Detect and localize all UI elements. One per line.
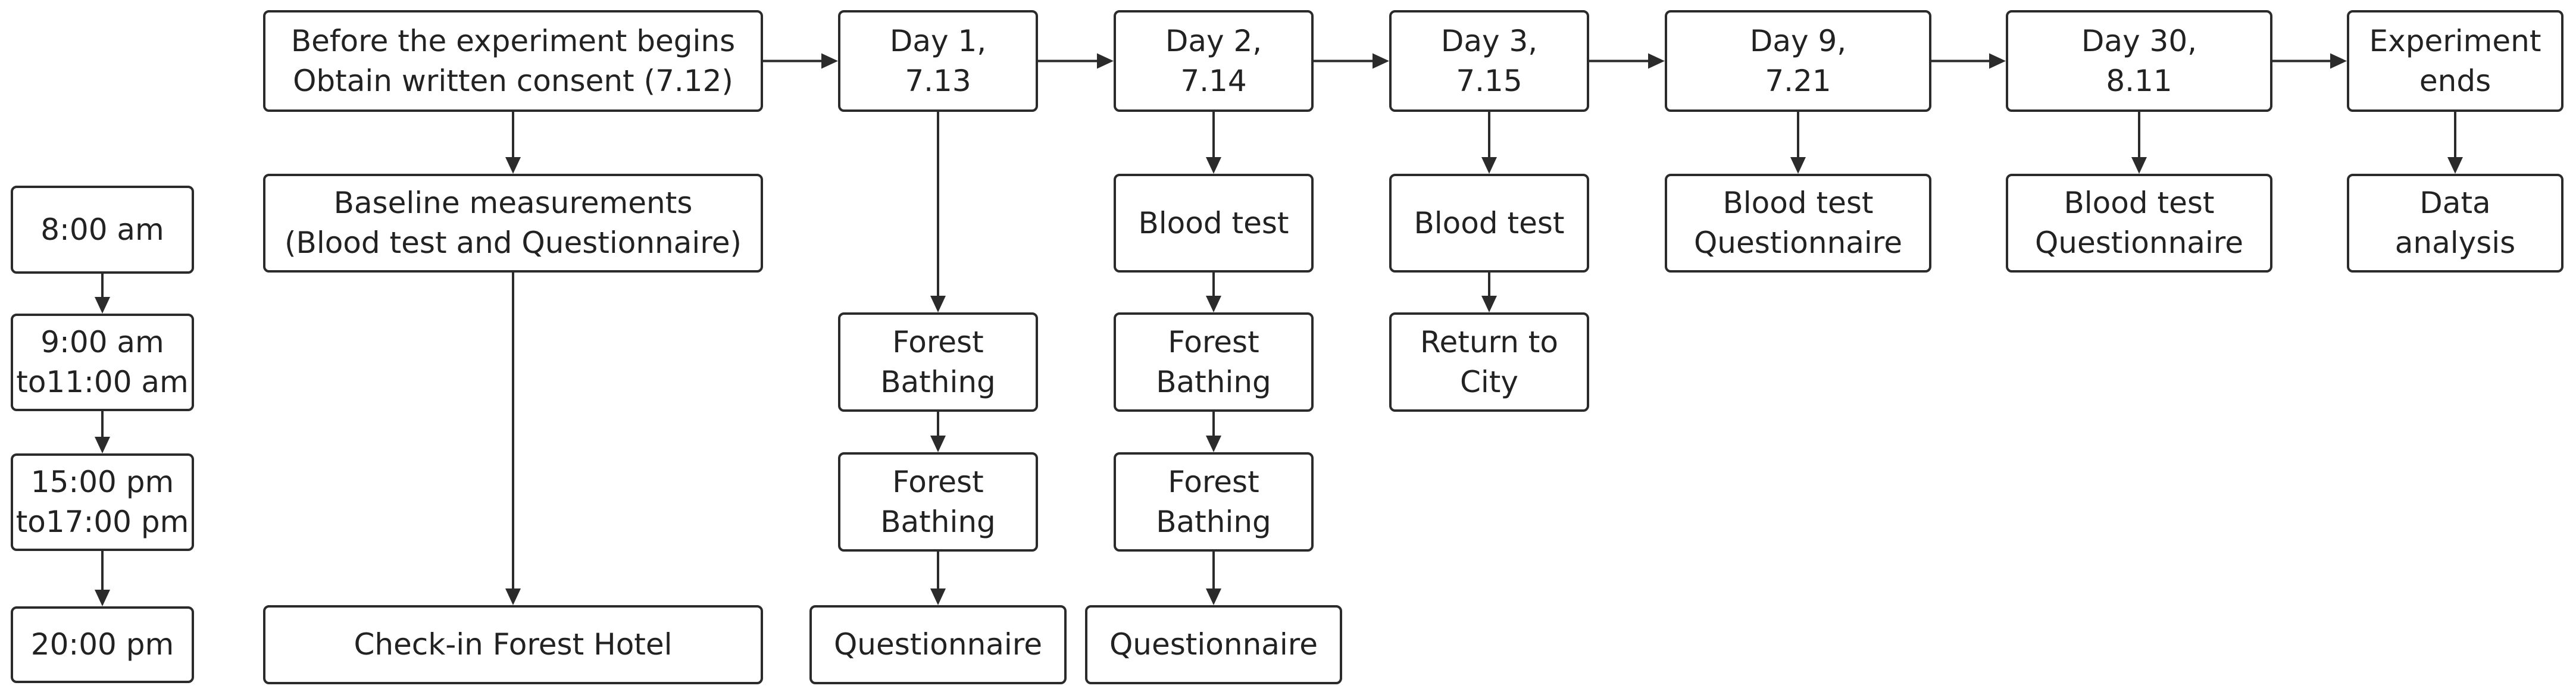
node-line: ends (2419, 63, 2491, 98)
arrowhead-day2_forest_1-to-day2_forest_2 (1206, 436, 1221, 452)
node-line: Experiment (2369, 23, 2541, 58)
node-line: Blood test (1414, 205, 1565, 240)
node-line: Day 30, (2081, 23, 2197, 58)
day-1-questionnaire-box: Questionnaire (809, 605, 1067, 684)
node-line: Forest (1168, 324, 1259, 359)
node-line: Day 1, (889, 23, 987, 58)
day-3-return-to-city-box: Return to City (1389, 312, 1589, 412)
node-line: Blood test (2064, 186, 2215, 220)
day-30-box: Day 30, 8.11 (2006, 10, 2272, 112)
node-line: 7.15 (1456, 63, 1523, 98)
node-line: (Blood test and Questionnaire) (285, 226, 742, 260)
arrowhead-day30-to-end (2330, 53, 2347, 69)
node-line: to11:00 am (16, 365, 189, 399)
arrowhead-day9-to-day9_tests (1790, 157, 1806, 174)
node-line: Bathing (1156, 364, 1271, 399)
node-line: Questionnaire (1693, 226, 1903, 260)
node-line: 15:00 pm (30, 465, 174, 499)
arrowhead-time_2-to-time_3 (95, 437, 110, 453)
arrowhead-day9-to-day30 (1989, 53, 2006, 69)
schedule-15pm-17pm-box: 15:00 pm to17:00 pm (11, 453, 194, 551)
arrowhead-end-to-analysis (2447, 157, 2463, 174)
node-line: 7.13 (905, 63, 971, 98)
node-line: 7.14 (1180, 63, 1247, 98)
day-9-box: Day 9, 7.21 (1665, 10, 1931, 112)
node-line: Day 2, (1165, 23, 1262, 58)
node-line: Forest (892, 324, 984, 359)
arrowhead-day30-to-day30_tests (2131, 157, 2147, 174)
node-line: Questionnaire (2034, 226, 2244, 260)
day-2-box: Day 2, 7.14 (1114, 10, 1314, 112)
node-line: Return to (1420, 324, 1558, 359)
node-line: Day 9, (1749, 23, 1847, 58)
node-line: Forest (1168, 464, 1259, 499)
day-1-forest-bathing-afternoon-box: Forest Bathing (838, 452, 1038, 552)
arrowhead-day2_blood-to-day2_forest_1 (1206, 296, 1221, 312)
day-2-blood-test-box: Blood test (1114, 174, 1314, 273)
check-in-hotel-box: Check-in Forest Hotel (263, 605, 763, 684)
node-line: Before the experiment begins (290, 23, 736, 58)
day-30-tests-box: Blood test Questionnaire (2006, 174, 2272, 273)
day-1-forest-bathing-morning-box: Forest Bathing (838, 312, 1038, 412)
arrowhead-before-to-day1 (821, 53, 838, 69)
node-line: Questionnaire (1109, 627, 1318, 662)
schedule-8am-box: 8:00 am (11, 186, 194, 274)
node-line: 20:00 pm (30, 627, 174, 662)
arrowhead-time_3-to-time_4 (95, 590, 110, 606)
node-line: Blood test (1138, 205, 1289, 240)
node-line: City (1460, 364, 1518, 399)
arrowhead-day2_forest_2-to-day2_questionnaire (1206, 588, 1221, 605)
experiment-ends-box: Experiment ends (2347, 10, 2564, 112)
day-2-forest-bathing-morning-box: Forest Bathing (1114, 312, 1314, 412)
node-line: Baseline measurements (333, 186, 693, 220)
node-line: Day 3, (1440, 23, 1538, 58)
node-line: 7.21 (1765, 63, 1831, 98)
baseline-measurements-box: Baseline measurements (Blood test and Qu… (263, 174, 763, 273)
data-analysis-box: Data analysis (2347, 174, 2564, 273)
node-line: analysis (2394, 226, 2516, 260)
node-line: Bathing (1156, 504, 1271, 539)
arrowhead-day1_forest_1-to-day1_forest_2 (930, 436, 946, 452)
schedule-20pm-box: 20:00 pm (11, 606, 194, 683)
day-2-forest-bathing-afternoon-box: Forest Bathing (1114, 452, 1314, 552)
arrowhead-day3-to-day9 (1648, 53, 1665, 69)
day-2-questionnaire-box: Questionnaire (1085, 605, 1342, 684)
arrowhead-before-to-baseline (505, 157, 521, 174)
arrowhead-time_1-to-time_2 (95, 297, 110, 314)
node-line: Obtain written consent (7.12) (293, 63, 733, 98)
node-line: 8.11 (2106, 63, 2172, 98)
day-9-tests-box: Blood test Questionnaire (1665, 174, 1931, 273)
arrowhead-day3-to-day3_blood (1481, 157, 1497, 174)
arrowhead-day2-to-day3 (1373, 53, 1389, 69)
node-line: Bathing (880, 364, 996, 399)
node-line: to17:00 pm (15, 505, 189, 539)
arrowhead-day1_forest_2-to-day1_questionnaire (930, 588, 946, 605)
node-line: Forest (892, 464, 984, 499)
node-line: Data (2419, 186, 2491, 220)
before-experiment-box: Before the experiment begins Obtain writ… (263, 10, 763, 112)
day-1-box: Day 1, 7.13 (838, 10, 1038, 112)
node-line: Check-in Forest Hotel (354, 627, 673, 662)
arrowhead-baseline-to-checkin (505, 588, 521, 605)
node-line: Questionnaire (833, 627, 1043, 662)
node-line: Bathing (880, 504, 996, 539)
arrowhead-day1-to-day2 (1097, 53, 1114, 69)
node-line: Blood test (1722, 186, 1874, 220)
node-line: 9:00 am (40, 325, 164, 359)
day-3-box: Day 3, 7.15 (1389, 10, 1589, 112)
schedule-9am-11am-box: 9:00 am to11:00 am (11, 314, 194, 411)
node-line: 8:00 am (40, 212, 164, 247)
day-3-blood-test-box: Blood test (1389, 174, 1589, 273)
arrowhead-day2-to-day2_blood (1206, 157, 1221, 174)
arrowhead-day3_blood-to-day3_return (1481, 296, 1497, 312)
arrowhead-day1-to-day1_forest_1 (930, 296, 946, 312)
